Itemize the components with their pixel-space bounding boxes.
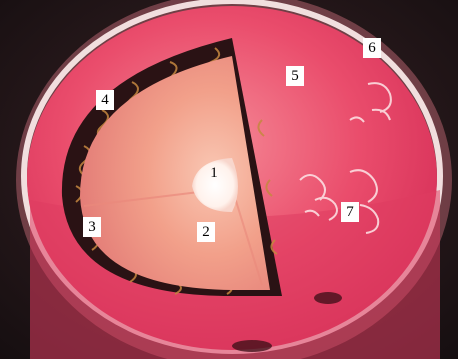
dark-spot: [314, 292, 342, 304]
label-1-core: 1: [205, 163, 223, 183]
label-2-radiative-zone: 2: [197, 222, 215, 242]
label-7-surface-activity: 7: [341, 202, 359, 222]
label-5-surface: 5: [286, 66, 304, 86]
label-6-prominence-edge: 6: [363, 38, 381, 58]
label-4-photosphere-band: 4: [96, 90, 114, 110]
label-3-convection-zone: 3: [83, 217, 101, 237]
dark-spot: [232, 340, 272, 352]
